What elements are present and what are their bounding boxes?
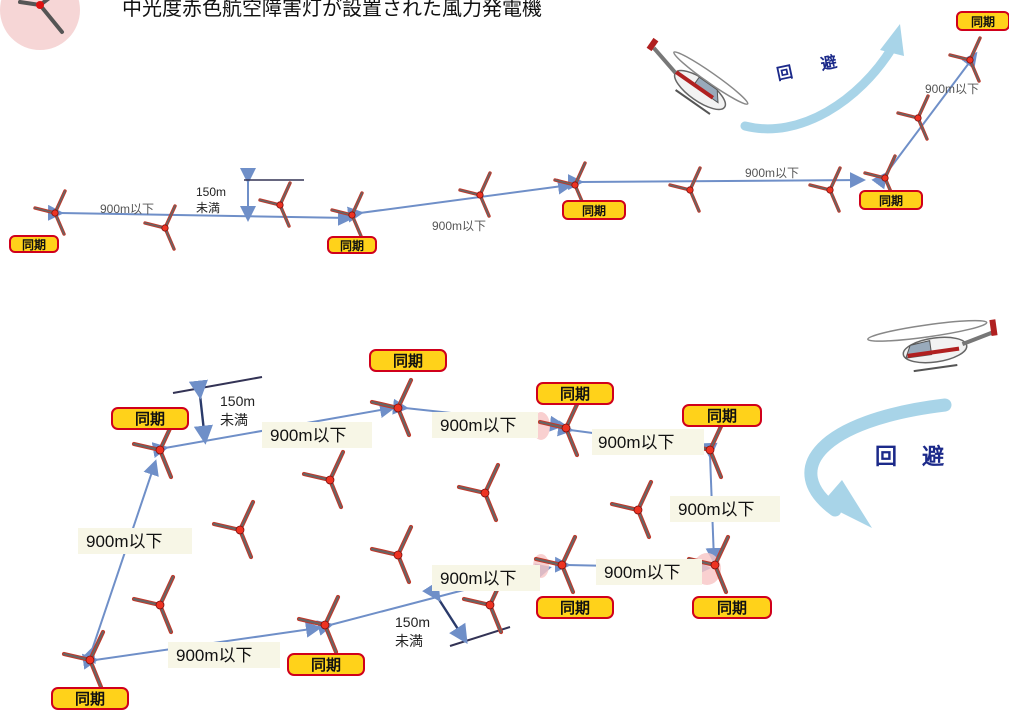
sync-badge: 同期 xyxy=(111,407,189,430)
height-label: 150m xyxy=(196,185,226,199)
avoidance-arrow-icon xyxy=(740,43,897,134)
link-line xyxy=(871,51,978,190)
sync-badge: 同期 xyxy=(9,235,59,253)
sync-badge: 同期 xyxy=(956,11,1009,31)
svg-text:同期: 同期 xyxy=(971,14,995,29)
svg-text:900m以下: 900m以下 xyxy=(270,426,347,445)
height-label: 150m xyxy=(220,393,255,409)
distance-label: 900m以下 xyxy=(432,565,540,591)
svg-text:同期: 同期 xyxy=(560,599,590,617)
height-label: 未満 xyxy=(196,201,220,215)
height-label: 150m xyxy=(395,614,430,630)
helicopter-icon xyxy=(646,37,749,115)
svg-text:同期: 同期 xyxy=(22,237,46,252)
avoid-label: 回 xyxy=(875,444,897,469)
svg-text:同期: 同期 xyxy=(393,352,423,370)
height-label: 未満 xyxy=(395,633,423,649)
sync-badge: 同期 xyxy=(287,653,365,676)
wind-turbine-icon xyxy=(612,482,651,537)
distance-label: 900m以下 xyxy=(592,429,704,455)
sync-badge: 同期 xyxy=(327,236,377,254)
wind-turbine-icon xyxy=(372,527,411,582)
distance-label: 900m以下 xyxy=(262,422,372,448)
top-diagram: 900m以下 900m以下 900m以下 900m以下 150m 未満 同期 同… xyxy=(9,11,1009,254)
avoidance-arrow-icon xyxy=(804,398,952,517)
sync-badge: 同期 xyxy=(692,596,772,619)
bottom-diagram: 900m以下 900m以下 900m以下 900m以下 900m以下 900m以… xyxy=(51,319,998,710)
wind-turbine-icon xyxy=(304,452,343,507)
sync-badge: 同期 xyxy=(536,596,614,619)
sync-badge: 同期 xyxy=(536,382,614,405)
distance-label: 900m以下 xyxy=(432,412,538,438)
svg-text:同期: 同期 xyxy=(560,385,590,403)
distance-label: 900m以下 xyxy=(925,82,979,96)
height-label: 未満 xyxy=(220,412,248,428)
distance-label: 900m以下 xyxy=(432,219,486,233)
distance-label: 900m以下 xyxy=(745,166,799,180)
distance-label: 900m以下 xyxy=(596,559,702,585)
wind-turbine-icon xyxy=(459,465,498,520)
distance-label: 900m以下 xyxy=(168,642,280,668)
legend-turbine-icon xyxy=(0,0,100,60)
wind-turbine-icon xyxy=(258,181,292,228)
sync-badge: 同期 xyxy=(859,190,923,210)
sync-badge: 同期 xyxy=(369,349,447,372)
link-line xyxy=(567,172,866,191)
svg-text:900m以下: 900m以下 xyxy=(604,563,681,582)
distance-label: 900m以下 xyxy=(670,496,780,522)
svg-text:同期: 同期 xyxy=(707,407,737,425)
svg-text:同期: 同期 xyxy=(135,410,165,428)
wind-turbine-icon xyxy=(896,94,930,141)
svg-text:900m以下: 900m以下 xyxy=(440,569,517,588)
sync-badge: 同期 xyxy=(562,200,626,220)
svg-text:同期: 同期 xyxy=(582,203,606,218)
svg-text:同期: 同期 xyxy=(75,690,105,708)
svg-text:900m以下: 900m以下 xyxy=(440,416,517,435)
wind-turbine-icon xyxy=(553,161,587,208)
wind-turbine-icon xyxy=(808,166,842,213)
height-reference-line xyxy=(172,376,263,394)
distance-label: 900m以下 xyxy=(100,202,154,216)
svg-text:同期: 同期 xyxy=(717,599,747,617)
wind-turbine-icon xyxy=(214,502,253,557)
link-line xyxy=(47,204,354,226)
svg-text:900m以下: 900m以下 xyxy=(678,500,755,519)
avoid-label: 避 xyxy=(819,52,839,74)
link-line xyxy=(80,459,159,664)
link-line xyxy=(347,178,574,223)
avoid-label: 避 xyxy=(922,444,944,469)
svg-text:900m以下: 900m以下 xyxy=(598,433,675,452)
sync-badge: 同期 xyxy=(51,687,129,710)
wind-turbine-icon xyxy=(668,166,702,213)
height-arrow xyxy=(188,379,213,445)
distance-label: 900m以下 xyxy=(78,528,192,554)
page-title: 中光度赤色航空障害灯が設置された風力発電機 xyxy=(122,0,542,20)
svg-text:900m以下: 900m以下 xyxy=(176,646,253,665)
svg-text:同期: 同期 xyxy=(879,193,903,208)
sync-badge: 同期 xyxy=(682,404,762,427)
svg-text:同期: 同期 xyxy=(340,238,364,253)
wind-turbine-icon xyxy=(134,577,173,632)
height-arrow xyxy=(422,580,468,645)
wind-turbine-icon xyxy=(330,191,364,238)
svg-text:900m以下: 900m以下 xyxy=(86,532,163,551)
wind-turbine-icon xyxy=(458,171,492,218)
wind-turbine-icon xyxy=(948,36,982,83)
helicopter-icon xyxy=(867,319,998,373)
svg-text:同期: 同期 xyxy=(311,656,341,674)
avoid-label: 回 xyxy=(775,63,794,84)
